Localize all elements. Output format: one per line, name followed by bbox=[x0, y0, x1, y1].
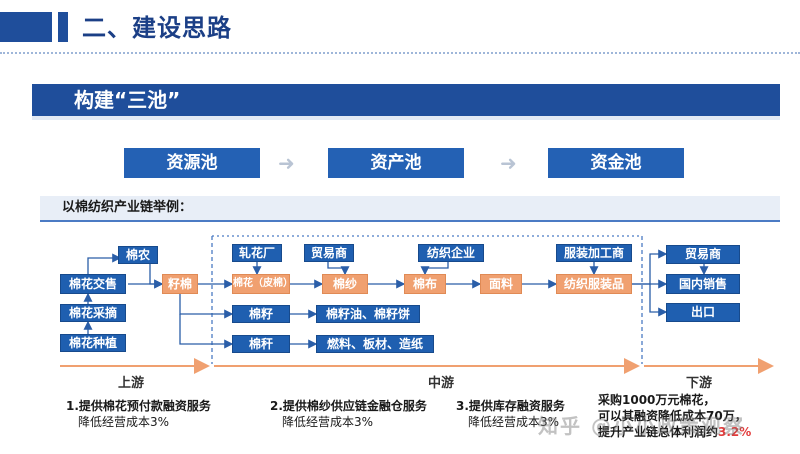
node-stalk-products: 燃料、板材、造纸 bbox=[316, 335, 434, 353]
node-cottonseed: 棉籽 bbox=[232, 305, 290, 323]
node-cotton-pick: 棉花采摘 bbox=[60, 304, 126, 322]
service-2: 2.提供棉纱供应链金融仓服务 降低经营成本3% bbox=[270, 398, 427, 430]
node-export: 出口 bbox=[666, 303, 740, 322]
stage-upstream: 上游 bbox=[118, 376, 145, 391]
header-divider bbox=[0, 52, 800, 54]
service-4: 采购1000万元棉花， 可以其融资降低成本70万， 提升产业链总体利润约3.2% bbox=[598, 392, 751, 440]
pool-asset: 资产池 bbox=[328, 148, 464, 178]
service-4-highlight: 3.2% bbox=[718, 425, 752, 439]
example-label: 以棉纺织产业链举例： bbox=[62, 200, 193, 215]
watermark: 知乎 @小小政策观察 bbox=[538, 414, 745, 438]
node-yarn: 棉纱 bbox=[322, 274, 368, 294]
service-4-sub: 可以其融资降低成本70万， bbox=[598, 409, 747, 423]
section-banner bbox=[32, 84, 780, 116]
node-trader-1: 贸易商 bbox=[304, 244, 354, 262]
node-fabric: 面料 bbox=[480, 274, 522, 294]
node-ginnery: 轧花厂 bbox=[232, 244, 282, 262]
pool-capital: 资金池 bbox=[548, 148, 684, 178]
node-cotton-plant: 棉花种植 bbox=[60, 334, 126, 352]
node-lint-cotton: 棉花（皮棉） bbox=[232, 274, 293, 294]
node-cotton-trade: 棉花交售 bbox=[60, 274, 126, 294]
node-seed-products: 棉籽油、棉籽饼 bbox=[316, 305, 420, 323]
section-title: 构建“三池” bbox=[74, 88, 181, 112]
service-4-title: 采购1000万元棉花， bbox=[598, 393, 716, 407]
service-1-sub: 降低经营成本3% bbox=[78, 415, 170, 429]
chevron-right-icon: ➜ bbox=[500, 151, 517, 175]
header-accent-stripe bbox=[58, 12, 68, 42]
service-3: 3.提供库存融资服务 降低经营成本3% bbox=[456, 398, 565, 430]
pool-resource: 资源池 bbox=[124, 148, 260, 178]
node-garments: 纺织服装品 bbox=[556, 274, 632, 294]
node-cotton-farmer: 棉农 bbox=[118, 246, 158, 264]
example-divider bbox=[40, 220, 780, 222]
service-2-title: 2.提供棉纱供应链金融仓服务 bbox=[270, 399, 427, 413]
node-seed-cotton: 籽棉 bbox=[162, 274, 198, 294]
service-3-title: 3.提供库存融资服务 bbox=[456, 399, 565, 413]
section-banner-shadow bbox=[32, 116, 780, 120]
example-strip bbox=[40, 196, 780, 220]
page-title: 二、建设思路 bbox=[82, 14, 232, 42]
node-garment-factory: 服装加工商 bbox=[556, 244, 632, 262]
node-domestic-sales: 国内销售 bbox=[666, 274, 740, 294]
chevron-right-icon: ➜ bbox=[278, 151, 295, 175]
stage-downstream: 下游 bbox=[686, 376, 713, 391]
service-3-sub: 降低经营成本3% bbox=[468, 415, 560, 429]
service-2-sub: 降低经营成本3% bbox=[282, 415, 374, 429]
node-cloth: 棉布 bbox=[404, 274, 446, 294]
service-1: 1.提供棉花预付款融资服务 降低经营成本3% bbox=[66, 398, 211, 430]
node-weaving-enterprise: 纺织企业 bbox=[418, 244, 484, 262]
header-accent-block bbox=[0, 12, 52, 42]
service-1-title: 1.提供棉花预付款融资服务 bbox=[66, 399, 211, 413]
node-trader-2: 贸易商 bbox=[666, 245, 740, 264]
service-4-sub2: 提升产业链总体利润约 bbox=[598, 425, 719, 439]
stage-midstream: 中游 bbox=[428, 376, 455, 391]
node-cotton-stalk: 棉秆 bbox=[232, 335, 290, 353]
